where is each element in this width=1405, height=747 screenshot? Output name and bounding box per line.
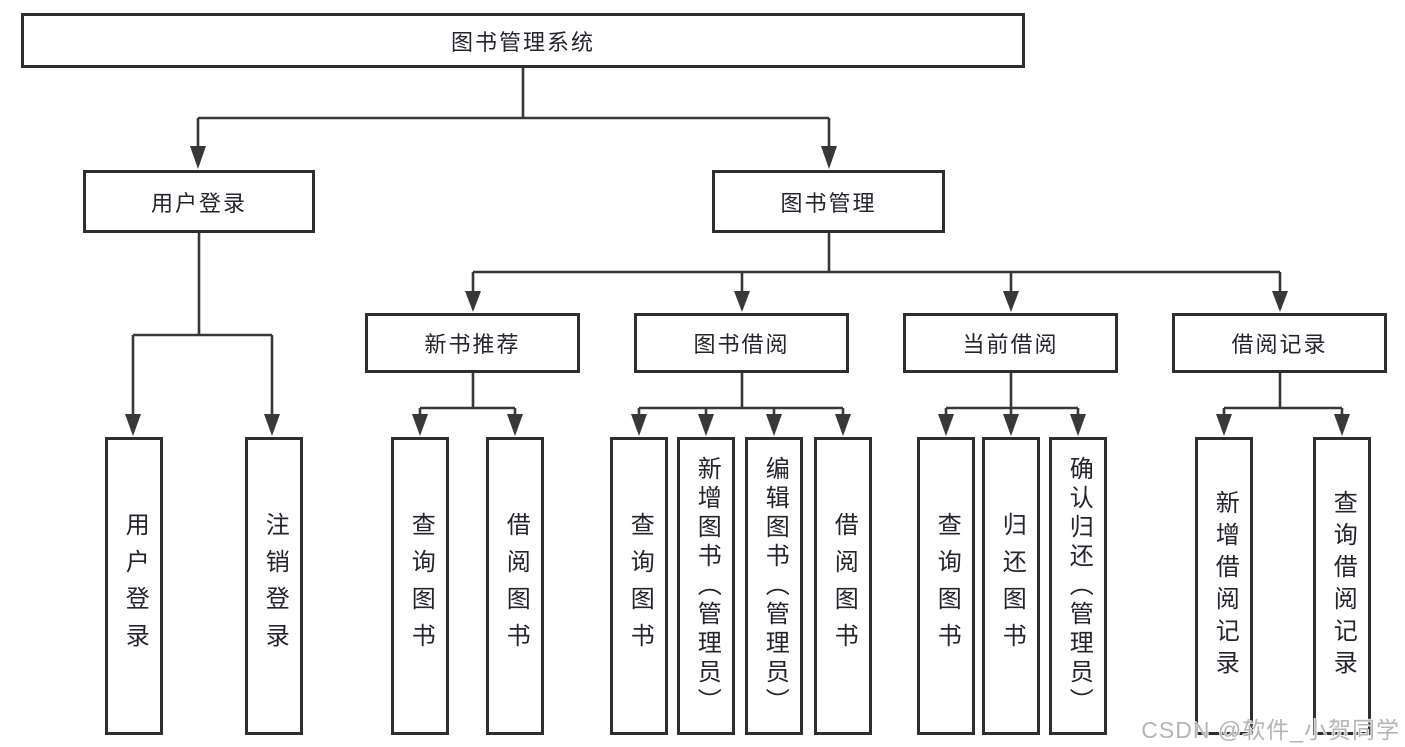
node-borrow-records: 借阅记录 bbox=[1172, 313, 1387, 373]
node-user-login-label: 用户登录 bbox=[150, 190, 247, 216]
leaf-return-book-label: 归还图书 bbox=[998, 512, 1026, 660]
leaf-logout-label: 注销登录 bbox=[261, 512, 289, 660]
node-book-borrowing-label: 图书借阅 bbox=[693, 332, 790, 357]
leaf-search-books-3-label: 查询图书 bbox=[933, 512, 961, 660]
leaf-search-borrow-record: 查询借阅记录 bbox=[1313, 437, 1371, 735]
node-user-login: 用户登录 bbox=[83, 170, 315, 233]
leaf-logout: 注销登录 bbox=[245, 437, 303, 735]
leaf-borrow-books-2-label: 借阅图书 bbox=[830, 512, 858, 660]
leaf-search-borrow-record-label: 查询借阅记录 bbox=[1329, 490, 1357, 682]
node-book-management-label: 图书管理 bbox=[780, 190, 877, 216]
node-new-book-recommendation: 新书推荐 bbox=[365, 313, 580, 373]
leaf-search-books-3: 查询图书 bbox=[917, 437, 975, 735]
node-new-book-recommendation-label: 新书推荐 bbox=[424, 332, 521, 357]
leaf-add-book-admin: 新增图书（管理员） bbox=[677, 437, 735, 735]
leaf-borrow-books-1-label: 借阅图书 bbox=[502, 512, 530, 660]
leaf-search-books-2-label: 查询图书 bbox=[626, 512, 654, 660]
watermark-text: CSDN @软件_小贺同学 bbox=[1141, 717, 1400, 743]
node-book-management: 图书管理 bbox=[712, 170, 945, 233]
leaf-confirm-return-admin: 确认归还（管理员） bbox=[1049, 437, 1107, 735]
node-current-borrowing: 当前借阅 bbox=[903, 313, 1118, 373]
node-borrow-records-label: 借阅记录 bbox=[1231, 332, 1328, 357]
leaf-search-books-2: 查询图书 bbox=[610, 437, 668, 735]
leaf-edit-book-admin-label: 编辑图书（管理员） bbox=[761, 455, 789, 717]
node-current-borrowing-label: 当前借阅 bbox=[962, 332, 1059, 357]
leaf-search-books-1: 查询图书 bbox=[391, 437, 449, 735]
leaf-user-login: 用户登录 bbox=[105, 437, 163, 735]
leaf-search-books-1-label: 查询图书 bbox=[407, 512, 435, 660]
leaf-add-borrow-record: 新增借阅记录 bbox=[1195, 437, 1253, 735]
arrowheads bbox=[125, 146, 1350, 436]
leaf-user-login-label: 用户登录 bbox=[121, 512, 149, 660]
leaf-edit-book-admin: 编辑图书（管理员） bbox=[745, 437, 803, 735]
node-library-system: 图书管理系统 bbox=[21, 13, 1025, 68]
leaf-borrow-books-1: 借阅图书 bbox=[486, 437, 544, 735]
leaf-return-book: 归还图书 bbox=[982, 437, 1040, 735]
node-book-borrowing: 图书借阅 bbox=[634, 313, 849, 373]
leaf-borrow-books-2: 借阅图书 bbox=[814, 437, 872, 735]
node-library-system-label: 图书管理系统 bbox=[450, 29, 595, 55]
leaf-confirm-return-admin-label: 确认归还（管理员） bbox=[1065, 455, 1093, 717]
leaf-add-borrow-record-label: 新增借阅记录 bbox=[1211, 490, 1239, 682]
leaf-add-book-admin-label: 新增图书（管理员） bbox=[693, 455, 721, 717]
